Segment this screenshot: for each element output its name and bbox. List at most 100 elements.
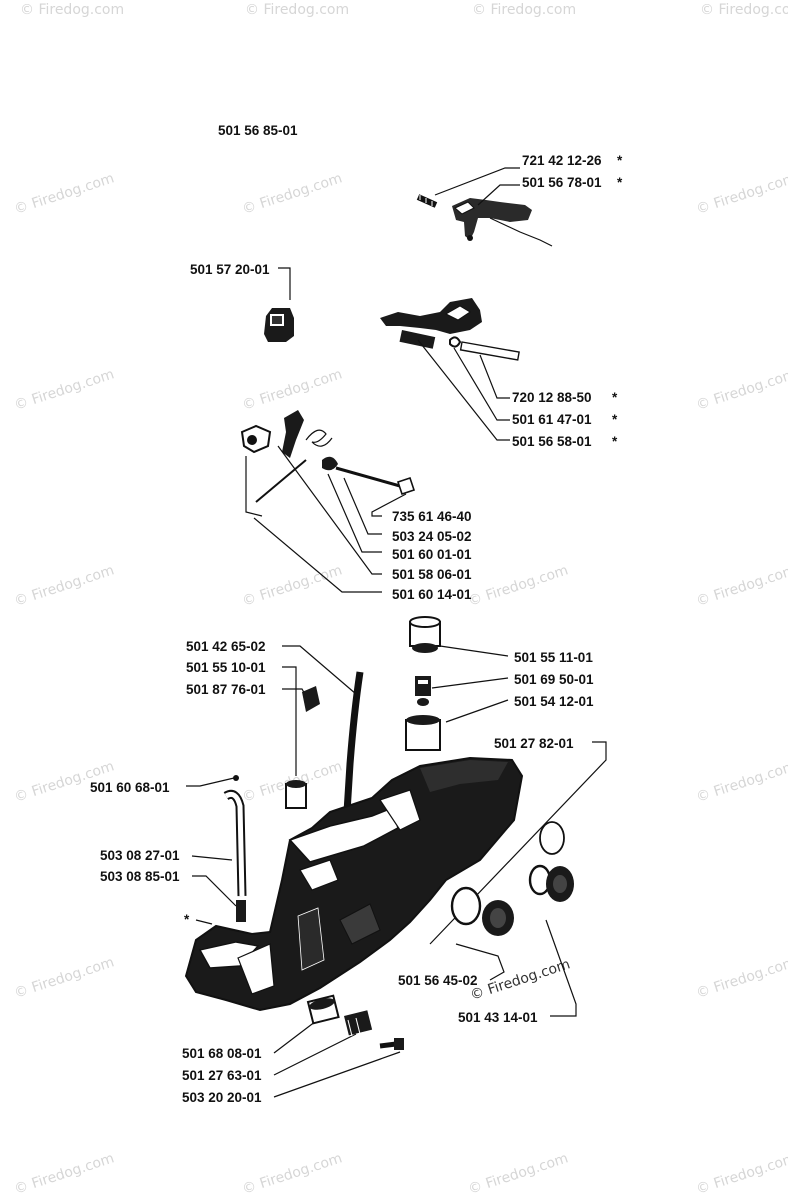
watermark: © Firedog.com <box>694 170 788 217</box>
part-label: 501 58 06-01 <box>392 567 472 582</box>
leader-line <box>453 347 510 421</box>
part-label: 503 08 27-01 <box>100 848 180 863</box>
leader-line <box>195 919 213 925</box>
o-ring-part <box>539 821 565 855</box>
leader-line <box>455 943 505 981</box>
watermark: © Firedog.com <box>240 366 344 413</box>
watermark: © Firedog.com <box>240 170 344 217</box>
leader-line <box>277 445 382 575</box>
part-label: 501 56 78-01 <box>522 175 602 190</box>
ring-seal-part <box>450 886 482 926</box>
part-label: 501 54 12-01 <box>514 694 594 709</box>
breather-tube-part <box>342 671 364 829</box>
choke-group: 735 61 46-40 503 24 05-02 501 60 01-01 5… <box>240 410 472 602</box>
fuel-tank-handle-part <box>184 616 574 1050</box>
leader-line <box>439 645 509 657</box>
part-label: 501 56 45-02 <box>398 973 478 988</box>
choke-lever-part <box>240 410 416 517</box>
rubber-block-group: 501 57 20-01 <box>190 262 294 342</box>
leader-line <box>545 919 577 1017</box>
part-label: 501 69 50-01 <box>514 672 594 687</box>
part-label: 721 42 12-26 <box>522 153 602 168</box>
leader-line <box>477 184 520 206</box>
star-mark: * <box>612 390 618 405</box>
part-label: 501 61 47-01 <box>512 412 592 427</box>
watermark: © Firedog.com <box>694 954 788 1001</box>
leader-line <box>186 777 235 787</box>
bushing-part <box>306 994 340 1025</box>
watermark: © Firedog.com <box>472 2 576 18</box>
grommet-part <box>302 686 320 712</box>
leader-line <box>343 477 382 535</box>
spring-pin-part <box>416 194 438 208</box>
leader-line <box>445 699 509 723</box>
leader-line <box>431 677 509 689</box>
filter-part <box>415 676 431 706</box>
watermark: © Firedog.com <box>694 366 788 413</box>
watermark: © Firedog.com <box>700 2 788 18</box>
watermark: © Firedog.com <box>12 1150 116 1197</box>
watermark: © Firedog.com <box>240 1150 344 1197</box>
oil-cap-right-part <box>546 866 574 902</box>
part-label: 503 08 85-01 <box>100 869 180 884</box>
part-label: 501 55 11-01 <box>514 650 593 665</box>
watermark: © Firedog.com <box>694 562 788 609</box>
part-label: 501 60 68-01 <box>90 780 170 795</box>
throttle-trigger-group: 721 42 12-26 * 501 56 78-01 * <box>416 153 623 247</box>
tank-left-labels: 501 42 65-02 501 55 10-01 501 87 76-01 5… <box>90 639 357 927</box>
leader-line <box>434 167 520 196</box>
part-label: 501 27 82-01 <box>494 736 574 751</box>
part-label: 501 56 85-01 <box>218 123 298 138</box>
clip-part <box>233 775 239 781</box>
watermark: © Firedog.com <box>12 366 116 413</box>
watermark-dark: © Firedog.com <box>468 956 572 1003</box>
cap-seal-part <box>405 715 441 751</box>
star-mark: * <box>617 153 623 168</box>
leader-line <box>278 267 291 300</box>
leader-line <box>429 741 607 945</box>
watermark: © Firedog.com <box>466 562 570 609</box>
watermark: © Firedog.com <box>694 1150 788 1197</box>
part-label: 501 43 14-01 <box>458 1010 538 1025</box>
watermark: © Firedog.com <box>12 954 116 1001</box>
star-mark: * <box>612 412 618 427</box>
rubber-block-part <box>264 308 294 342</box>
part-label: 501 57 20-01 <box>190 262 270 277</box>
anti-vibration-part <box>344 1010 373 1037</box>
throttle-trigger-part <box>452 198 553 247</box>
part-label: 503 20 20-01 <box>182 1090 262 1105</box>
filter-body-part <box>285 780 307 809</box>
watermark: © Firedog.com <box>240 562 344 609</box>
leader-line <box>479 354 510 399</box>
leader-line <box>417 339 510 441</box>
leader-line <box>282 645 357 695</box>
star-mark: * <box>612 434 618 449</box>
leader-line <box>273 1017 321 1054</box>
watermark: © Firedog.com <box>12 170 116 217</box>
tank-right-labels: 501 55 11-01 501 69 50-01 501 54 12-01 5… <box>398 645 607 1025</box>
watermark: © Firedog.com <box>12 562 116 609</box>
leader-line <box>192 875 237 907</box>
part-label: 501 56 58-01 <box>512 434 592 449</box>
leader-line <box>273 1033 357 1076</box>
fuel-cap-part <box>409 616 441 653</box>
fuel-hose-part <box>223 789 247 922</box>
star-mark: * <box>184 912 190 927</box>
part-label: 501 42 65-02 <box>186 639 266 654</box>
part-label: 501 87 76-01 <box>186 682 266 697</box>
leader-line <box>327 473 382 553</box>
watermark: © Firedog.com <box>694 758 788 805</box>
oil-cap-part <box>482 900 514 936</box>
watermark: © Firedog.com <box>466 1150 570 1197</box>
watermark: © Firedog.com <box>20 2 124 18</box>
screw-part <box>379 1038 404 1050</box>
part-label: 735 61 46-40 <box>392 509 472 524</box>
leader-line <box>191 855 233 861</box>
leader-line <box>273 1051 401 1098</box>
leader-line <box>253 517 382 593</box>
watermark: © Firedog.com <box>245 2 349 18</box>
part-label: 503 24 05-02 <box>392 529 472 544</box>
leader-line <box>282 666 297 776</box>
bottom-labels: 501 68 08-01 501 27 63-01 503 20 20-01 <box>182 1017 401 1105</box>
part-label: 501 68 08-01 <box>182 1046 262 1061</box>
